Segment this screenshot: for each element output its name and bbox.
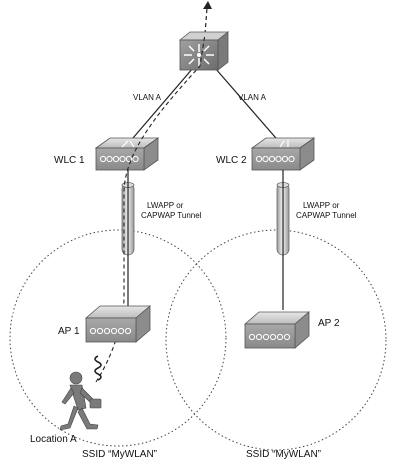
coverage-cell-ap1	[9, 229, 227, 447]
tunnel-2	[276, 170, 290, 310]
wireless-lan-controller-icon	[250, 137, 316, 171]
wlc1-label: WLC 1	[54, 155, 85, 166]
upstream-arrow	[204, 7, 208, 35]
wlc2-label: WLC 2	[216, 155, 247, 166]
lightweight-access-point-icon: LWAPP	[204, 311, 311, 349]
location-label: Location A	[30, 434, 77, 445]
wireless-lan-controller-icon	[94, 137, 160, 171]
ssid-label-right: SSID “MyWLAN”	[246, 449, 321, 460]
ap1-badge: LWAPP	[0, 309, 17, 318]
tunnel1-label-line1: LWAPP or	[147, 201, 184, 210]
upstream-arrowhead	[203, 1, 212, 9]
ap2-badge: LWAPP	[204, 315, 232, 324]
tunnel1-label-line2: CAPWAP Tunnel	[141, 211, 202, 220]
ssid-label-left: SSID “MyWLAN”	[82, 449, 157, 460]
tunnel-1	[121, 170, 135, 310]
uplink-wlc1	[126, 67, 194, 146]
vlan-label-left: VLAN A	[133, 93, 162, 102]
ap1-label: AP 1	[58, 326, 80, 337]
tunnel2-label-line2: CAPWAP Tunnel	[296, 211, 357, 220]
coverage-cell-ap2	[165, 229, 387, 451]
uplink-wlc2	[214, 67, 283, 146]
vlan-label-right: VLAN A	[238, 93, 267, 102]
lightweight-access-point-icon: LWAPP	[0, 305, 152, 343]
radio-signal-icon	[94, 355, 102, 381]
roaming-user-icon	[59, 371, 102, 431]
ap2-label: AP 2	[318, 318, 340, 329]
layer3-switch-icon	[178, 31, 230, 71]
tunnel2-label-line1: LWAPP or	[303, 201, 340, 210]
